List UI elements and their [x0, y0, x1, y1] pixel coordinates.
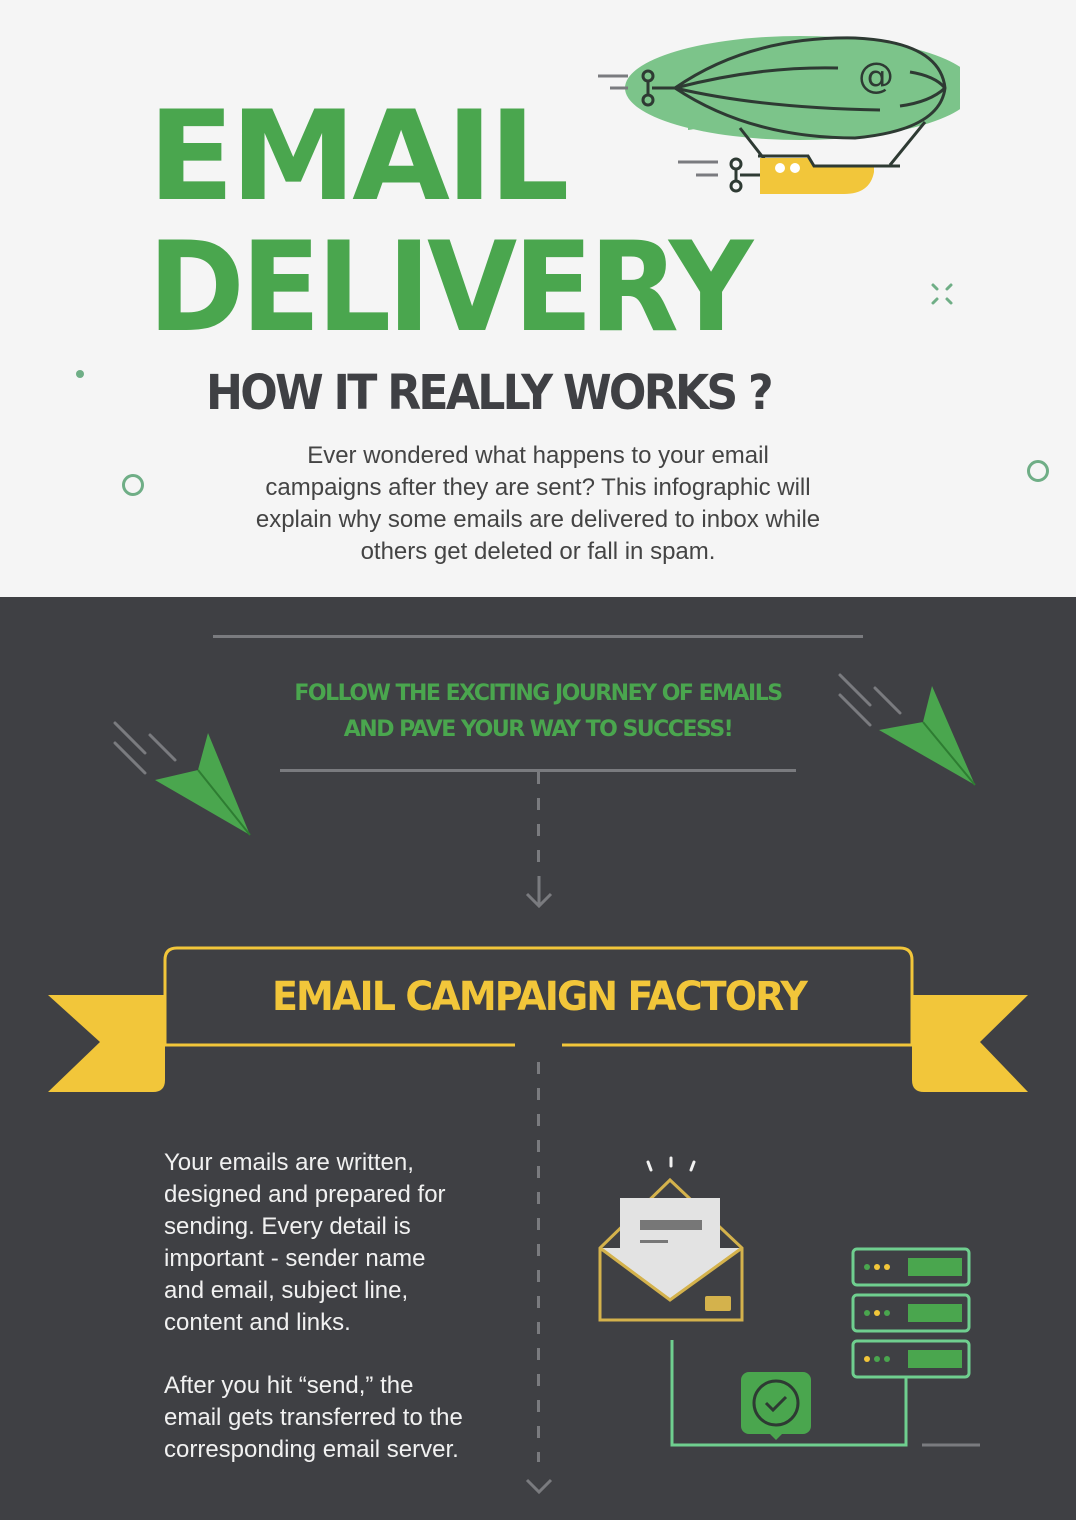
divider-bottom [280, 769, 796, 772]
dot-decoration-icon [76, 370, 84, 378]
title-email: EMAIL [148, 85, 569, 229]
ring-decoration-icon [1027, 460, 1049, 482]
dashed-connector [537, 772, 540, 870]
intro-text: Ever wondered what happens to your email… [255, 442, 821, 565]
open-envelope-icon [598, 1156, 744, 1322]
divider-top [213, 635, 863, 638]
ring-decoration-icon [122, 474, 144, 496]
checkmark-badge-icon [741, 1372, 811, 1440]
at-sign-icon: @ [858, 56, 894, 97]
sparkle-icon [931, 283, 953, 305]
airship-icon: @ [598, 36, 960, 194]
down-arrow-icon [525, 1478, 553, 1495]
journey-tagline: FOLLOW THE EXCITING JOURNEY OF EMAILS AN… [294, 681, 783, 742]
server-stack-icon [670, 1247, 980, 1447]
paper-plane-icon [113, 721, 251, 836]
title-delivery: DELIVERY [148, 216, 753, 360]
down-arrow-icon [525, 876, 553, 909]
dashed-connector [537, 1062, 540, 1462]
section-title: EMAIL CAMPAIGN FACTORY [271, 974, 808, 1020]
send-description: After you hit “send,” the email gets tra… [164, 1372, 463, 1463]
section-banner [48, 946, 1028, 1092]
paper-plane-icon [838, 673, 976, 786]
factory-description: Your emails are written, designed and pr… [164, 1149, 446, 1336]
subtitle: HOW IT REALLY WORKS ? [206, 365, 774, 421]
